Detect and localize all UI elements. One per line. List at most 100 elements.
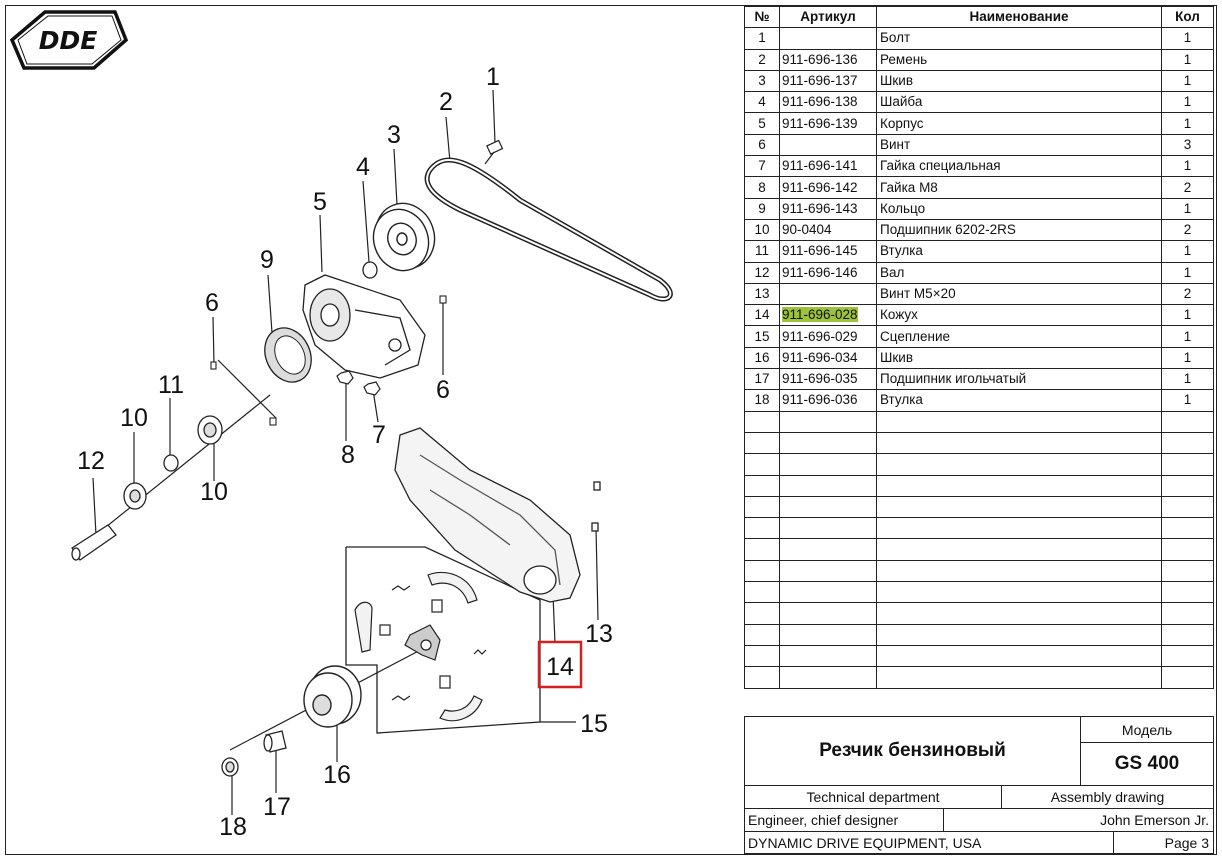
cell-qty: 1 [1161, 91, 1214, 114]
empty-cell [744, 602, 780, 625]
cell-name: Гайка М8 [876, 176, 1162, 199]
cell-article: 911-696-036 [779, 389, 877, 412]
cell-qty: 3 [1161, 133, 1214, 157]
cell-no: 14 [744, 304, 780, 327]
pulley-upper [372, 202, 436, 272]
cell-qty: 2 [1161, 282, 1214, 306]
ring [264, 327, 312, 383]
callout-4[interactable]: 4 [356, 153, 370, 181]
empty-cell [744, 431, 780, 455]
cell-no: 9 [744, 197, 780, 220]
callout-16[interactable]: 16 [323, 761, 351, 789]
cell-qty: 1 [1161, 27, 1214, 50]
page-number: Page 3 [1113, 831, 1214, 854]
empty-cell [876, 431, 1162, 455]
empty-cell [779, 644, 877, 668]
highlighted-article: 911-696-028 [782, 307, 858, 323]
callout-7[interactable]: 7 [372, 421, 386, 449]
cell-no: 3 [744, 69, 780, 93]
callout-5[interactable]: 5 [313, 188, 327, 216]
cell-qty: 1 [1161, 69, 1214, 93]
empty-cell [779, 495, 877, 519]
callout-15[interactable]: 15 [580, 710, 608, 738]
cell-name: Подшипник игольчатый [876, 368, 1162, 391]
callout-9[interactable]: 9 [260, 246, 274, 274]
empty-cell [1161, 453, 1214, 476]
callout-1[interactable]: 1 [486, 63, 500, 91]
callout-10a[interactable]: 10 [120, 404, 148, 432]
empty-cell [1161, 431, 1214, 455]
callout-18[interactable]: 18 [219, 813, 247, 841]
empty-cell [744, 581, 780, 604]
selected-callout-14[interactable]: 14 [537, 640, 583, 689]
empty-cell [779, 453, 877, 476]
empty-row [744, 410, 1214, 433]
callout-6a[interactable]: 6 [205, 289, 219, 317]
callout-12[interactable]: 12 [77, 447, 105, 475]
cell-qty: 1 [1161, 346, 1214, 370]
empty-cell [744, 517, 780, 540]
empty-cell [1161, 559, 1214, 583]
selection-box [537, 640, 583, 689]
empty-cell [779, 602, 877, 625]
cell-article: 911-696-141 [779, 155, 877, 178]
empty-cell [744, 644, 780, 668]
cell-no: 12 [744, 261, 780, 284]
callout-17[interactable]: 17 [263, 793, 291, 821]
callout-10b[interactable]: 10 [200, 478, 228, 506]
empty-cell [876, 538, 1162, 561]
cover [394, 427, 601, 603]
callout-14[interactable]: 14 [546, 653, 574, 681]
callout-8[interactable]: 8 [341, 441, 355, 469]
cell-article: 911-696-142 [779, 176, 877, 199]
cell-qty: 1 [1161, 155, 1214, 178]
empty-cell [876, 581, 1162, 604]
cell-article: 911-696-137 [779, 69, 877, 93]
header-article: Артикул [779, 5, 877, 29]
cell-article: 911-696-035 [779, 368, 877, 391]
cell-article: 90-0404 [779, 218, 877, 242]
cell-no: 13 [744, 282, 780, 306]
callout-11[interactable]: 11 [158, 371, 184, 399]
cell-name: Втулка [876, 389, 1162, 412]
empty-row [744, 495, 1214, 519]
empty-row [744, 538, 1214, 561]
empty-cell [779, 666, 877, 689]
empty-row [744, 517, 1214, 540]
empty-cell [1161, 644, 1214, 668]
cell-name: Ремень [876, 48, 1162, 71]
empty-row [744, 559, 1214, 583]
empty-cell [876, 495, 1162, 519]
cell-no: 16 [744, 346, 780, 370]
cell-no: 7 [744, 155, 780, 178]
role: Engineer, chief designer [744, 808, 944, 832]
callout-2[interactable]: 2 [439, 88, 453, 116]
callout-6b[interactable]: 6 [436, 376, 450, 404]
callout-labels: 1 2 3 4 5 6 6 7 8 9 10 10 11 12 13 14 15… [77, 63, 613, 841]
callout-3[interactable]: 3 [387, 121, 401, 149]
callout-13[interactable]: 13 [585, 620, 613, 648]
empty-cell [1161, 581, 1214, 604]
model-value: GS 400 [1080, 742, 1214, 786]
cell-article: 911-696-028 [779, 304, 877, 327]
empty-cell [744, 453, 780, 476]
document-type: Assembly drawing [1001, 785, 1214, 809]
